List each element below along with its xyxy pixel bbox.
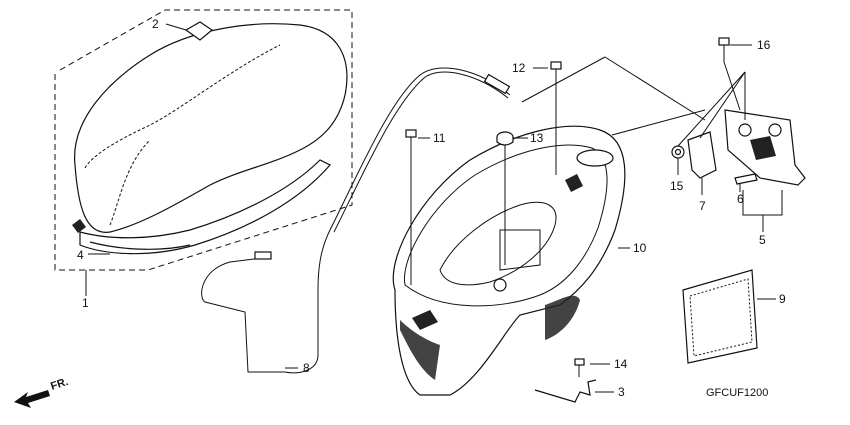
callout-8: 8 — [303, 361, 310, 375]
cap-part-13 — [496, 131, 514, 146]
callout-5: 5 — [759, 233, 766, 247]
callout-12: 12 — [512, 61, 526, 75]
callout-9: 9 — [779, 292, 786, 306]
seat-seal-strip — [89, 241, 191, 250]
bolt-part-11 — [405, 129, 417, 152]
seat-hinge — [72, 219, 86, 233]
seat-cushion — [74, 23, 348, 233]
cable-end-fitting-2 — [254, 251, 272, 260]
bolt-part-12 — [550, 61, 562, 82]
seat-stitch-line — [84, 44, 281, 169]
latch-hole-2 — [768, 123, 782, 137]
bolt-part-16 — [718, 37, 730, 62]
seat-group-dashed-box — [54, 9, 353, 271]
seat-hook — [184, 21, 214, 41]
callout-11: 11 — [433, 131, 446, 145]
latch-nut-part-15-inner — [674, 148, 682, 156]
front-arrow-icon — [14, 390, 50, 408]
callout-16: 16 — [757, 38, 771, 52]
callout-14: 14 — [614, 357, 628, 371]
front-direction-arrow: FR. — [14, 376, 70, 408]
callout-7: 7 — [699, 199, 706, 213]
callout-6: 6 — [737, 192, 744, 206]
leader-lines — [85, 23, 783, 393]
callout-1: 1 — [82, 296, 89, 310]
luggage-box-opening — [576, 149, 614, 167]
seat-assembly — [54, 9, 353, 271]
luggage-box-inner-rim — [403, 144, 608, 307]
cable-line-inner — [333, 71, 509, 233]
latch-spring-part-6 — [734, 173, 758, 185]
callout-15: 15 — [670, 179, 684, 193]
callout-13: 13 — [530, 131, 544, 145]
luggage-box-divider — [499, 229, 541, 271]
mat-part-9 — [682, 269, 758, 364]
luggage-box-floor — [439, 201, 557, 286]
callout-4: 4 — [77, 248, 84, 262]
callout-2: 2 — [152, 17, 159, 31]
latch-mechanism — [750, 136, 776, 160]
diagram-code: GFCUF1200 — [706, 387, 768, 399]
callout-3: 3 — [618, 385, 625, 399]
luggage-box-lower-shade — [400, 320, 440, 380]
luggage-box-front-tab — [412, 310, 438, 330]
latch-hole — [738, 123, 752, 137]
luggage-box — [392, 125, 626, 396]
bolt-part-14 — [574, 358, 585, 377]
latch-cable — [201, 67, 511, 374]
bracket-part-3 — [534, 379, 597, 403]
callout-10: 10 — [633, 241, 647, 255]
cable-end-fitting — [483, 73, 511, 95]
latch-cover-part-7 — [687, 131, 717, 179]
latch-assembly — [671, 109, 806, 186]
luggage-box-side-shade — [545, 295, 580, 340]
luggage-box-latch-slot — [565, 174, 583, 192]
front-direction-label: FR. — [49, 376, 70, 393]
cable-line — [201, 67, 511, 374]
mat-texture — [689, 278, 753, 357]
callout-labels: 2 4 1 8 11 12 13 10 14 3 16 15 7 6 5 9 — [77, 17, 786, 399]
luggage-box-drain — [493, 278, 507, 292]
